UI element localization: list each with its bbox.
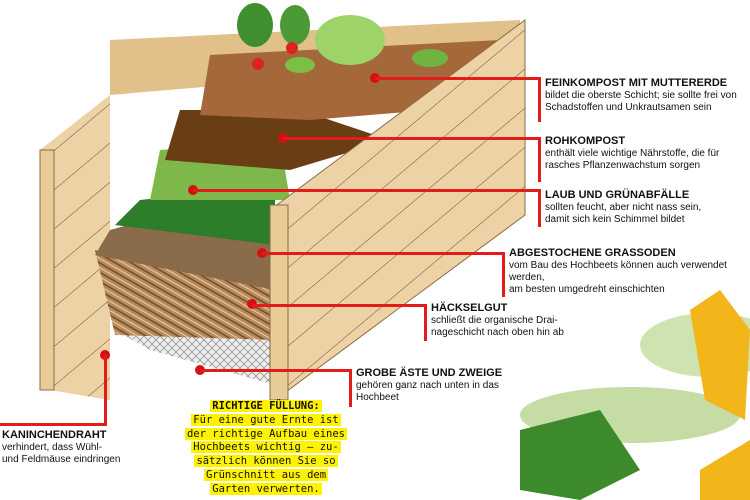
zucchini-flower-icon	[690, 290, 750, 420]
callout-line	[262, 252, 504, 255]
tip-line: Garten verwerten.	[210, 482, 322, 495]
layer-description: gehören ganz nach unten in das	[356, 380, 499, 391]
layer-title: GROBE ÄSTE UND ZWEIGE	[356, 367, 503, 379]
layer-description: und Feldmäuse eindringen	[2, 454, 121, 465]
layer-description: sollten feucht, aber nicht nass sein,	[545, 202, 702, 213]
layer-title: LAUB UND GRÜNABFÄLLE	[545, 189, 690, 201]
tip-heading: RICHTIGE FÜLLUNG:	[210, 400, 322, 412]
callout-line	[538, 189, 541, 227]
label-raw-compost: ROHKOMPOST enthält viele wichtige Nährst…	[545, 135, 746, 172]
layer-title: ROHKOMPOST	[545, 135, 626, 147]
callout-line	[349, 369, 352, 407]
callout-line	[424, 304, 427, 341]
label-leaves: LAUB UND GRÜNABFÄLLE sollten feucht, abe…	[545, 189, 746, 226]
callout-line	[252, 304, 426, 307]
callout-line	[283, 137, 540, 140]
layer-description: verhindert, dass Wühl-	[2, 442, 103, 453]
seedling-icon	[285, 57, 315, 73]
layer-description: Schadstoffen und Unkrautsamen sein	[545, 102, 712, 113]
raw-compost-layer	[165, 110, 390, 170]
corner-post	[39, 149, 55, 391]
layer-description: schließt die organische Drai-	[431, 315, 558, 326]
label-rabbit-wire: KANINCHENDRAHT verhindert, dass Wühl- un…	[2, 429, 152, 466]
callout-line	[375, 77, 540, 80]
radish-leaves-icon	[280, 5, 310, 45]
callout-line	[193, 189, 540, 192]
layer-description: Hochbeet	[356, 392, 399, 403]
zucchini-leaf-icon	[520, 410, 640, 500]
layer-title: HÄCKSELGUT	[431, 302, 508, 314]
seedling-icon	[412, 49, 448, 67]
layer-title: FEINKOMPOST MIT MUTTERERDE	[545, 77, 728, 89]
layer-description: rasches Pflanzenwachstum sorgen	[545, 160, 701, 171]
callout-line	[538, 77, 541, 122]
label-branches: GROBE ÄSTE UND ZWEIGE gehören ganz nach …	[356, 367, 536, 404]
tip-box: RICHTIGE FÜLLUNG: Für eine gute Ernte is…	[160, 400, 372, 497]
callout-line	[502, 252, 505, 297]
tip-line: Hochbeets wichtig – zu-	[191, 441, 341, 454]
lettuce-icon	[315, 15, 385, 65]
label-grass-sod: ABGESTOCHENE GRASSODEN vom Bau des Hochb…	[509, 247, 746, 296]
radish-leaves-icon	[237, 3, 273, 47]
callout-line	[538, 137, 541, 182]
left-end-panel	[40, 95, 110, 400]
label-shredded: HÄCKSELGUT schließt die organische Drai-…	[431, 302, 631, 339]
layer-description: am besten umgedreht einschichten	[509, 284, 665, 295]
radish-icon	[252, 58, 264, 70]
layer-description: enthält viele wichtige Nährstoffe, die f…	[545, 148, 720, 159]
label-fine-compost: FEINKOMPOST MIT MUTTERERDE bildet die ob…	[545, 77, 746, 114]
layer-description: nageschicht nach oben hin ab	[431, 327, 564, 338]
layer-description: damit sich kein Schimmel bildet	[545, 214, 685, 225]
zucchini-flower-icon	[700, 440, 750, 500]
tip-line: Für eine gute Ernte ist	[191, 413, 341, 426]
layer-description: vom Bau des Hochbeets können auch verwen…	[509, 260, 727, 283]
layer-title: ABGESTOCHENE GRASSODEN	[509, 247, 676, 259]
radish-icon	[286, 42, 298, 54]
callout-line	[104, 355, 107, 425]
tip-line: der richtige Aufbau eines	[184, 427, 348, 440]
layer-description: bildet die oberste Schicht; sie sollte f…	[545, 90, 737, 101]
callout-line	[200, 369, 351, 372]
layer-title: KANINCHENDRAHT	[2, 429, 107, 441]
tip-line: Grünschnitt aus dem	[203, 468, 329, 481]
callout-line	[0, 423, 107, 426]
tip-line: sätzlich können Sie so	[194, 455, 338, 468]
